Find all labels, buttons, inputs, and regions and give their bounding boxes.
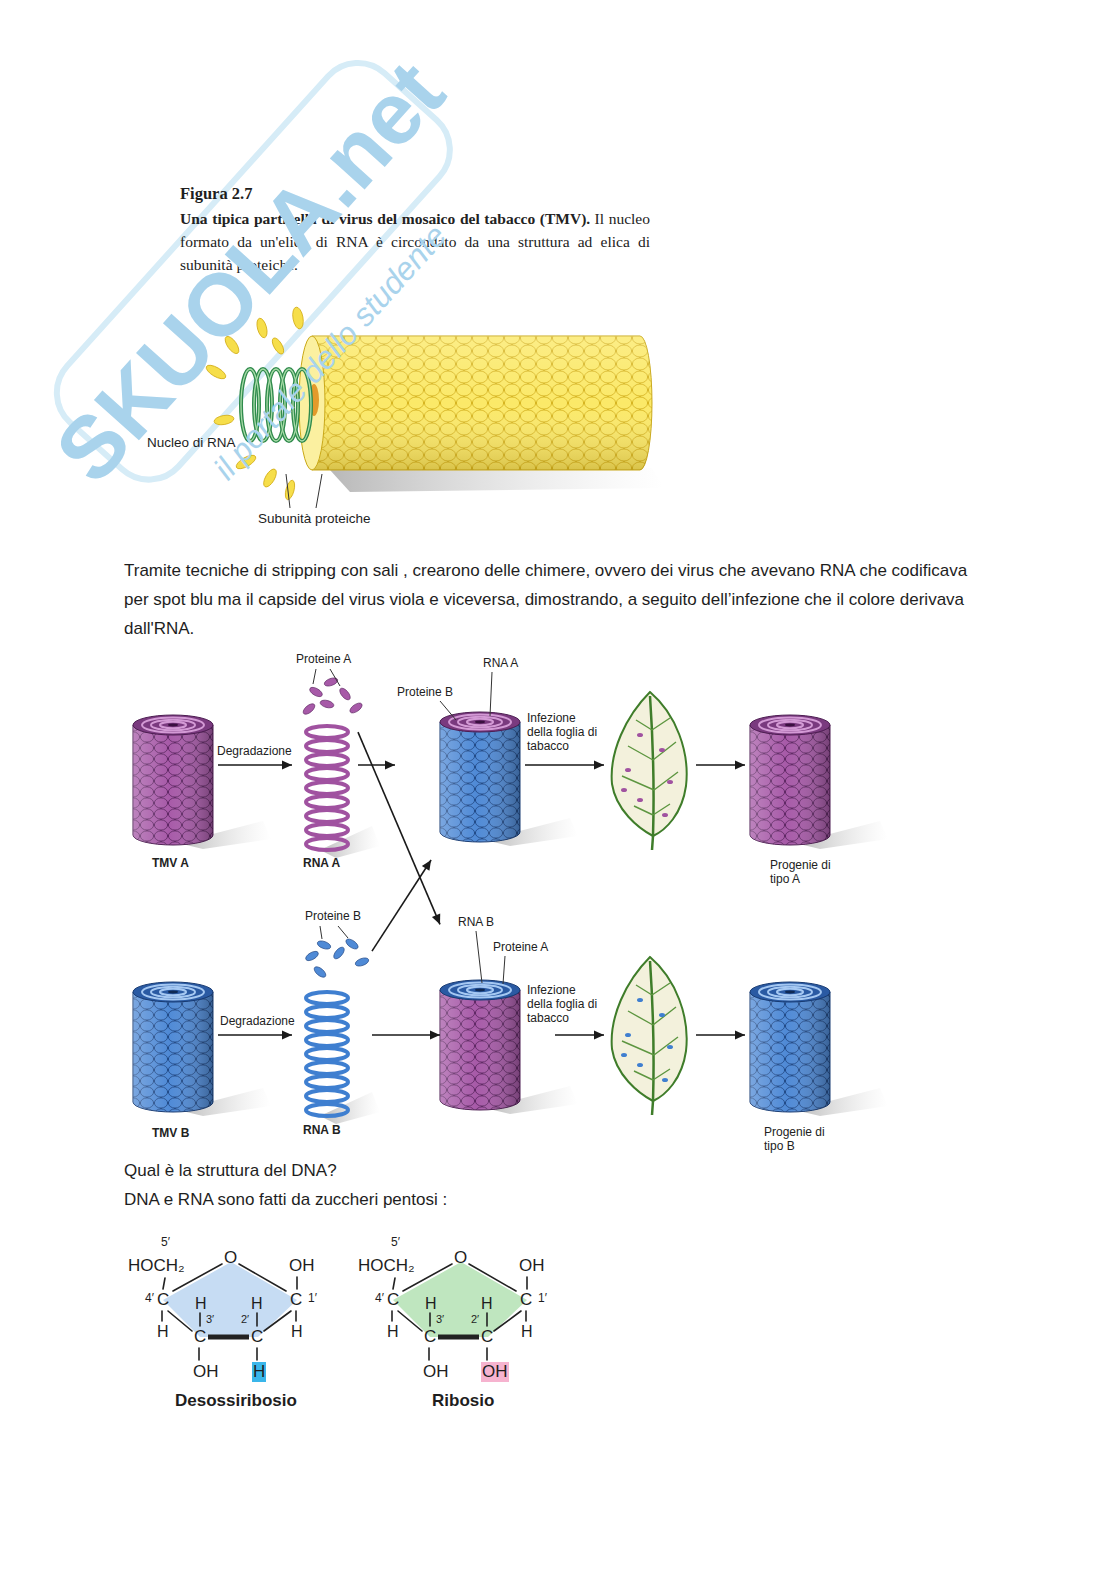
sugar-name: Desossiribosio <box>175 1391 297 1411</box>
edge-label: Infezione della foglia di tabacco <box>527 983 600 1025</box>
chimeric-virus: RNA A Proteine B <box>395 652 525 860</box>
atom-label: H <box>195 1294 207 1313</box>
atom-label: H <box>481 1294 493 1313</box>
arrow-connector <box>218 1031 292 1040</box>
atom-label: 3′ <box>436 1313 444 1326</box>
atom-label: HOCH₂ <box>128 1256 185 1276</box>
connector-line <box>525 764 745 766</box>
atom-label: H <box>252 1362 266 1382</box>
atom-label: OH <box>289 1256 315 1276</box>
atom-label: 5′ <box>391 1235 400 1249</box>
arrow-connector <box>358 761 395 770</box>
rna-helix: Proteine B RNA B <box>292 905 372 1145</box>
paragraph: DNA e RNA sono fatti da zuccheri pentosi… <box>124 1190 447 1210</box>
arrow-connector <box>372 860 431 951</box>
sugar-structures <box>162 1262 527 1360</box>
rna-helix: Proteine A RNA A <box>292 652 358 874</box>
atom-label: C <box>520 1290 532 1310</box>
atom-label: C <box>194 1327 206 1347</box>
virus-particle: TMV B <box>128 978 218 1143</box>
connector-line <box>372 1034 440 1036</box>
connector-line <box>358 732 440 924</box>
atom-label: C <box>387 1290 399 1310</box>
arrowhead <box>594 761 604 770</box>
arrow-connector <box>525 761 745 770</box>
atom-label: 2′ <box>241 1313 249 1326</box>
node-label: Proteine B <box>305 909 361 923</box>
node-label: TMV B <box>152 1126 189 1140</box>
atom-label: C <box>251 1327 263 1347</box>
atom-label: H <box>291 1322 303 1341</box>
atom-label: 5′ <box>161 1235 170 1249</box>
node-label: RNA A <box>483 656 518 670</box>
atom-label: OH <box>519 1256 545 1276</box>
arrowhead <box>422 860 431 871</box>
node-label: RNA B <box>458 915 494 929</box>
arrowhead <box>432 913 440 924</box>
atom-label: H <box>387 1322 399 1341</box>
leader-line <box>313 669 505 984</box>
atom-label: HOCH₂ <box>358 1256 415 1276</box>
atom-label: OH <box>481 1362 509 1382</box>
node-label: Proteine A <box>493 940 548 954</box>
atom-label: OH <box>423 1362 449 1382</box>
node-label: Proteine B <box>397 685 453 699</box>
atom-label: C <box>157 1290 169 1310</box>
arrow-connector <box>358 732 440 924</box>
node-label: RNA B <box>303 1123 341 1137</box>
atom-label: O <box>454 1248 467 1268</box>
atom-label: 4′ <box>145 1291 154 1305</box>
atom-label: 1′ <box>308 1291 317 1305</box>
node-label: Progenie di tipo A <box>770 858 842 886</box>
arrowhead <box>430 1031 440 1040</box>
part-label: Subunità proteiche <box>258 511 371 527</box>
node-label: Progenie di tipo B <box>764 1125 836 1153</box>
arrowhead <box>282 1031 292 1040</box>
atom-label: C <box>290 1290 302 1310</box>
atom-label: O <box>224 1248 237 1268</box>
atom-label: H <box>425 1294 437 1313</box>
arrowhead <box>735 1031 745 1040</box>
atom-label: 1′ <box>538 1291 547 1305</box>
figure-number: Figura 2.7 <box>180 184 252 204</box>
progeny-virus: Progenie di tipo B <box>745 978 840 1158</box>
question: Qual è la struttura del DNA? <box>124 1161 337 1181</box>
node-label: RNA A <box>303 856 340 870</box>
arrow-connector <box>218 761 292 770</box>
atom-label: 3′ <box>206 1313 214 1326</box>
connector-line <box>218 1034 292 1036</box>
connector-line <box>372 860 431 951</box>
arrowhead <box>282 761 292 770</box>
atom-label: C <box>424 1327 436 1347</box>
edge-label: Infezione della foglia di tabacco <box>527 711 600 753</box>
arrowhead <box>735 761 745 770</box>
progeny-virus: Progenie di tipo A <box>745 710 844 890</box>
atom-label: C <box>481 1327 493 1347</box>
atom-label: OH <box>193 1362 219 1382</box>
atom-label: H <box>157 1322 169 1341</box>
atom-label: 4′ <box>375 1291 384 1305</box>
virus-particle: TMV A <box>128 710 218 875</box>
connector-line <box>555 1034 745 1036</box>
arrow-connector <box>555 1031 745 1040</box>
atom-label: H <box>251 1294 263 1313</box>
paragraph: Tramite tecniche di stripping con sali ,… <box>124 556 996 643</box>
edge-label: Degradazione <box>220 1014 295 1028</box>
leader-line <box>286 474 322 508</box>
atom-label: 2′ <box>471 1313 479 1326</box>
connector-line <box>218 764 292 766</box>
node-label: Proteine A <box>296 652 351 666</box>
node-label: TMV A <box>152 856 189 870</box>
atom-label: H <box>521 1322 533 1341</box>
arrowhead <box>594 1031 604 1040</box>
experiment-art <box>133 669 888 1124</box>
arrowhead <box>385 761 395 770</box>
arrow-connector <box>372 1031 440 1040</box>
sugar-name: Ribosio <box>432 1391 494 1411</box>
part-label: Nucleo di RNA <box>147 435 236 451</box>
edge-label: Degradazione <box>217 744 292 758</box>
